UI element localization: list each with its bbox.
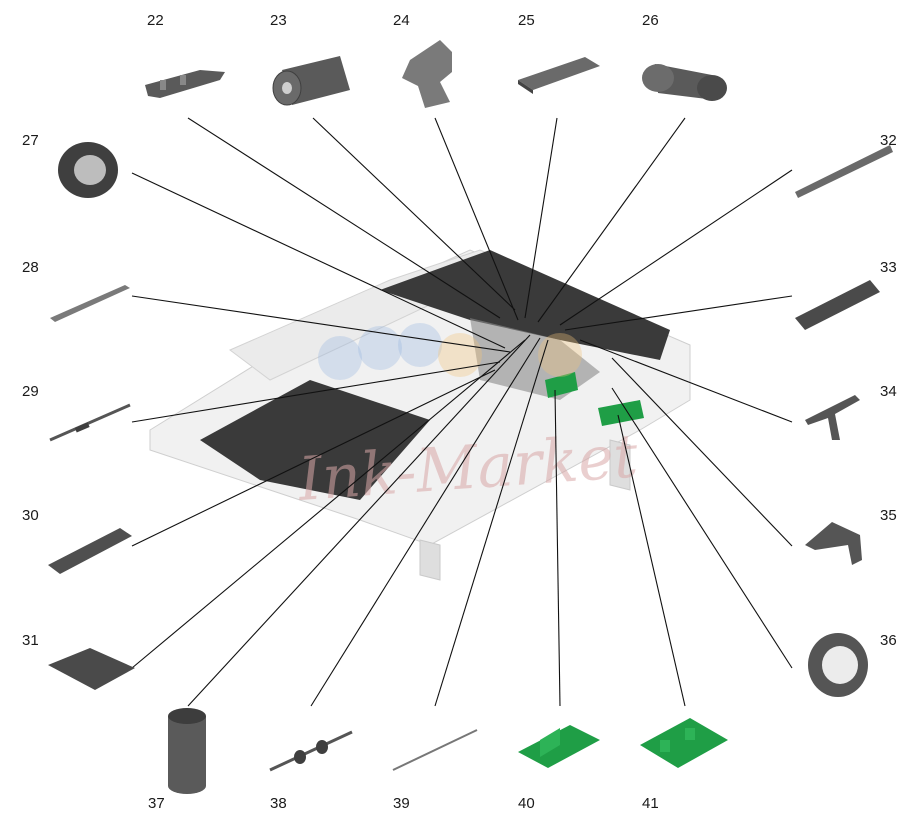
part-36-bushing-icon bbox=[808, 633, 868, 697]
part-31-pad-icon bbox=[48, 648, 135, 690]
scanner-glass bbox=[200, 380, 430, 500]
callout-34: 34 bbox=[880, 383, 897, 400]
adf-top-cover bbox=[380, 250, 670, 360]
part-33-housing-icon bbox=[795, 280, 880, 330]
part-27-gear-ring-icon bbox=[58, 142, 118, 198]
callout-37: 37 bbox=[148, 795, 165, 812]
callout-36: 36 bbox=[880, 632, 897, 649]
part-37-tube-icon bbox=[168, 708, 206, 794]
part-26-roller-sleeve-icon bbox=[642, 64, 727, 101]
part-34-lever-icon bbox=[805, 395, 860, 440]
part-40-sensor-board-icon bbox=[518, 725, 600, 768]
callout-40: 40 bbox=[518, 795, 535, 812]
callout-22: 22 bbox=[147, 12, 164, 29]
callout-25: 25 bbox=[518, 12, 535, 29]
callout-41: 41 bbox=[642, 795, 659, 812]
part-28-rod-icon bbox=[50, 285, 130, 322]
part-39-spring-wire-icon bbox=[392, 729, 478, 771]
part-35-clip-icon bbox=[805, 522, 862, 565]
callout-39: 39 bbox=[393, 795, 410, 812]
callout-31: 31 bbox=[22, 632, 39, 649]
leader-lines bbox=[131, 117, 793, 707]
callout-24: 24 bbox=[393, 12, 410, 29]
part-32-rail-icon bbox=[795, 145, 893, 198]
callout-33: 33 bbox=[880, 259, 897, 276]
callout-labels: 22 23 24 25 26 27 28 29 30 31 32 33 34 35 36 37 38 39 40 41 bbox=[22, 12, 897, 812]
callout-27: 27 bbox=[22, 132, 39, 149]
part-22-bracket-icon bbox=[145, 70, 225, 98]
callout-30: 30 bbox=[22, 507, 39, 524]
callout-35: 35 bbox=[880, 507, 897, 524]
part-29-shaft-icon bbox=[49, 403, 131, 442]
callout-28: 28 bbox=[22, 259, 39, 276]
part-24-separation-pad-icon bbox=[402, 40, 452, 108]
callout-32: 32 bbox=[880, 132, 897, 149]
callout-29: 29 bbox=[22, 383, 39, 400]
part-30-guide-icon bbox=[48, 528, 132, 574]
part-41-control-board-icon bbox=[640, 718, 728, 768]
callout-38: 38 bbox=[270, 795, 287, 812]
part-25-cover-plate-icon bbox=[518, 57, 600, 94]
callout-26: 26 bbox=[642, 12, 659, 29]
part-23-roller-icon bbox=[272, 56, 350, 106]
callout-23: 23 bbox=[270, 12, 287, 29]
part-38-roller-shaft-icon bbox=[269, 730, 353, 772]
